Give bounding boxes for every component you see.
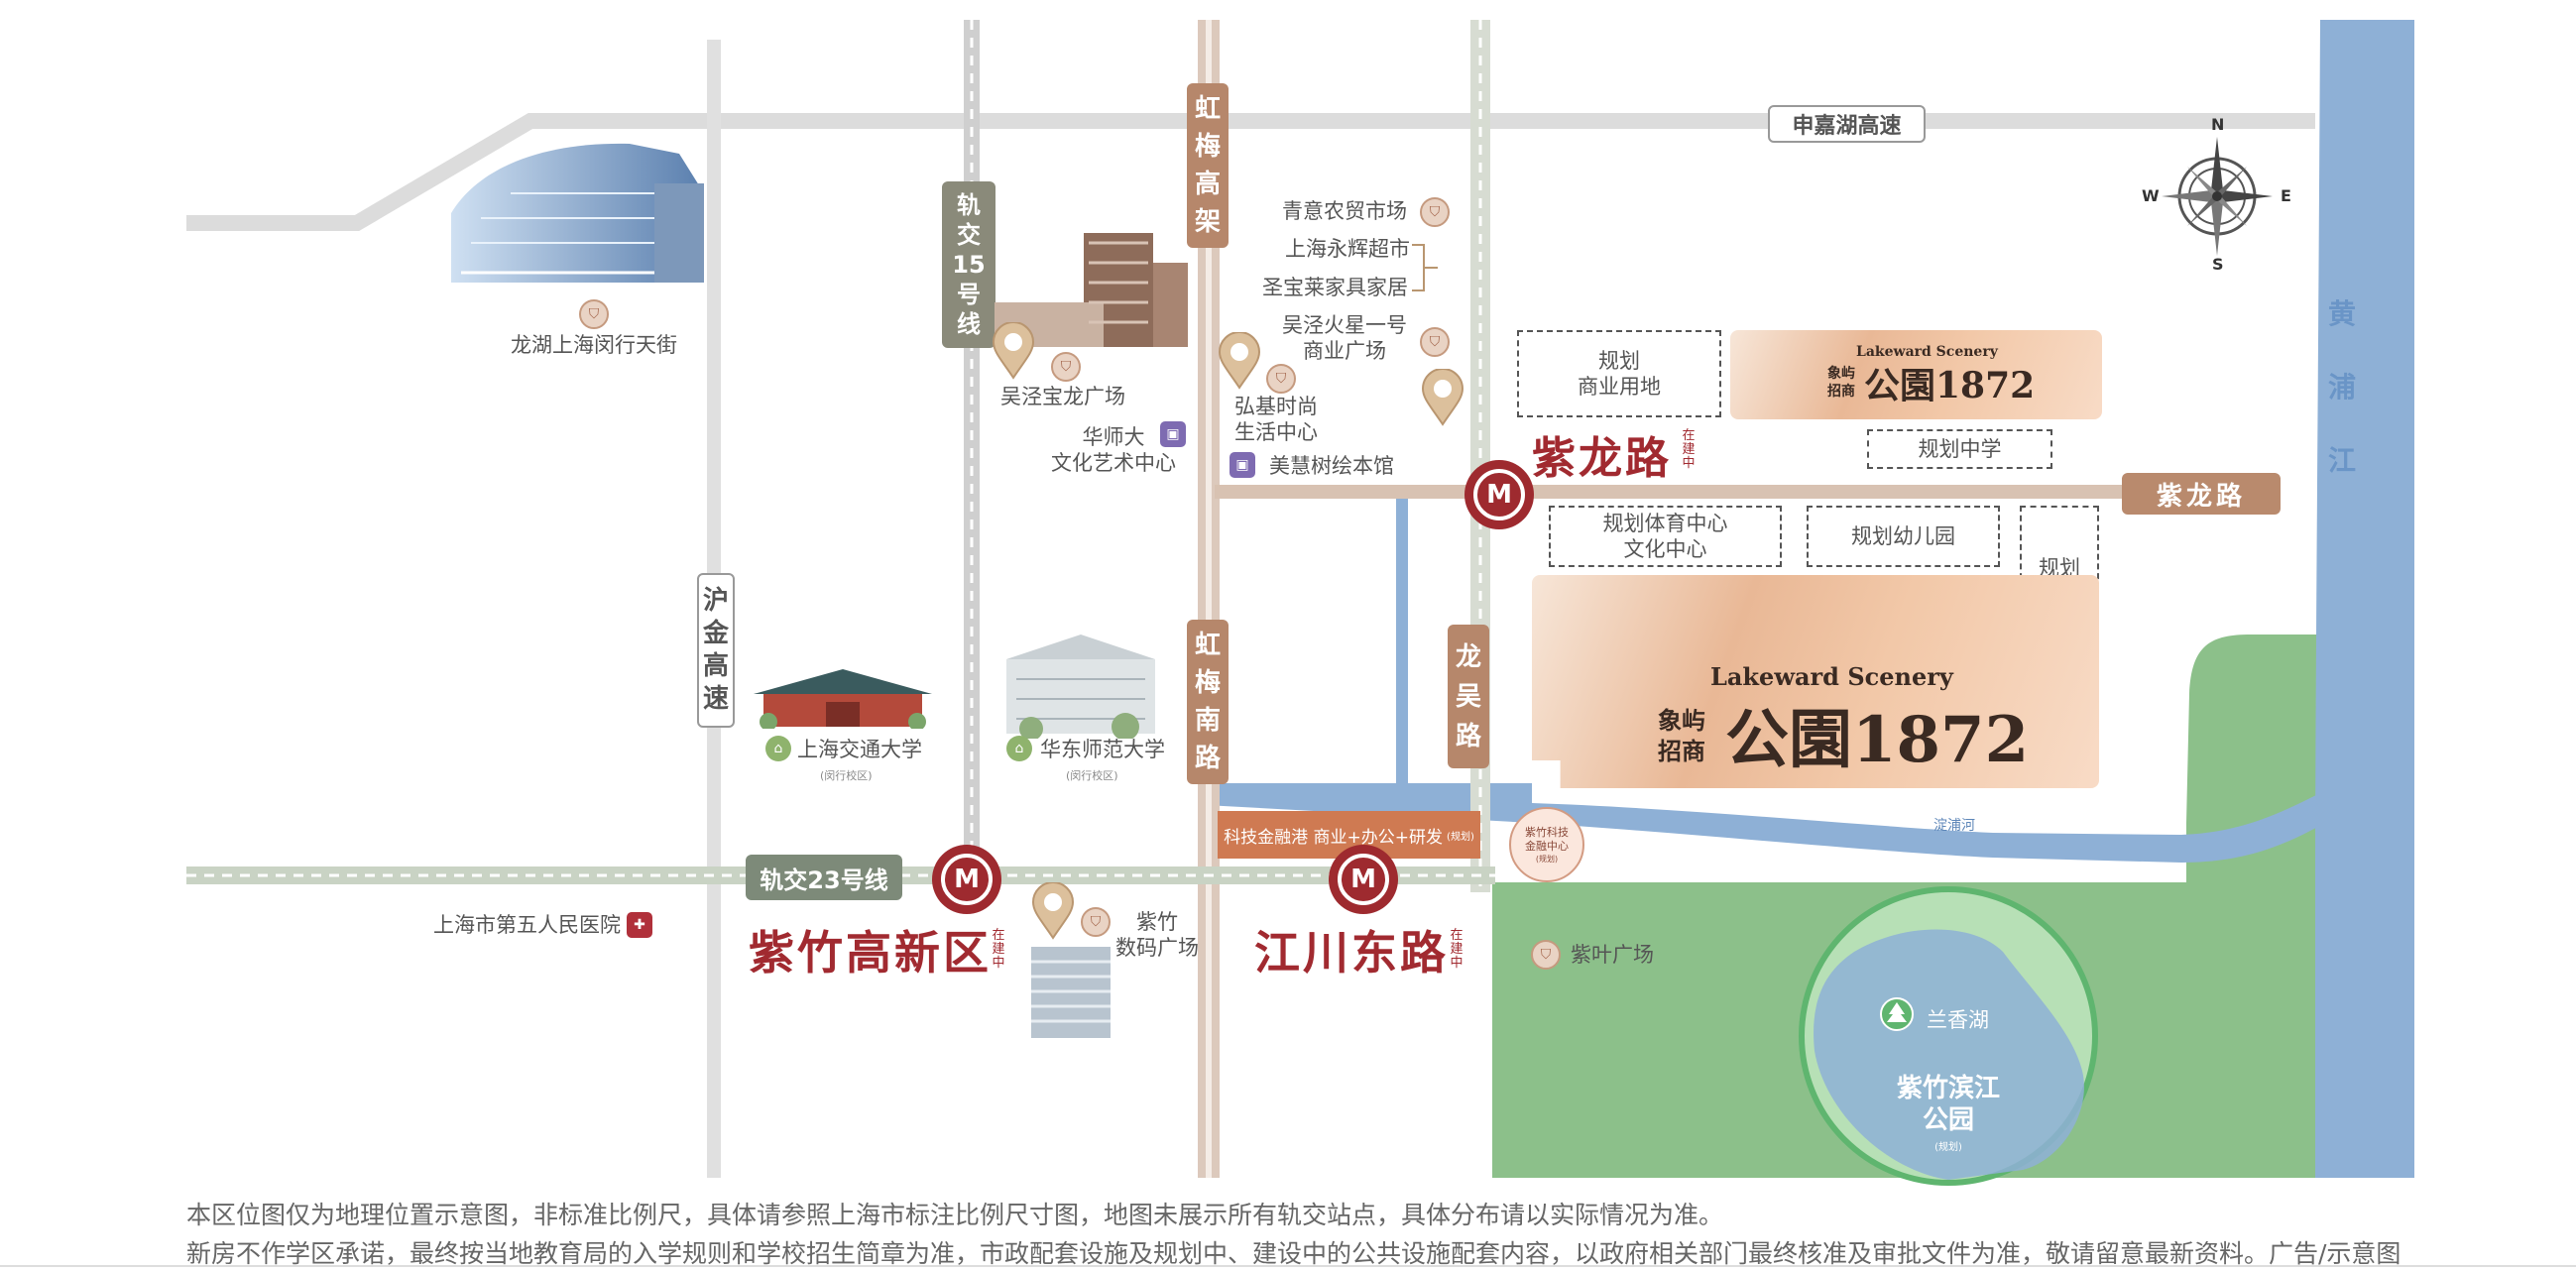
project-plot-north	[1730, 330, 2102, 419]
line15-label: 轨 交 15 号 线	[942, 181, 995, 348]
poi-ecnu-sub: (闵行校区)	[1066, 769, 1118, 782]
footer-disclaimer-2: 新房不作学区承诺，最终按当地教育局的入学规则和学校招生简章为准，市政配套设施及规…	[186, 1239, 2401, 1268]
poi-meihui: 美慧树绘本馆	[1269, 454, 1394, 478]
poi-shengbaolai: 圣宝莱家具家居	[1262, 276, 1408, 299]
bracket	[1412, 244, 1438, 291]
location-pin-icon	[992, 322, 1035, 380]
location-pin-icon	[1421, 369, 1464, 426]
project-north-en: Lakeward Scenery	[1856, 344, 1998, 360]
shop-icon: ⛉	[1531, 940, 1561, 970]
compass-e: E	[2281, 186, 2291, 205]
project-south-cn1: 象屿	[1658, 707, 1705, 735]
hongmei-viaduct-label: 虹 梅 高 架	[1187, 83, 1229, 248]
university-icon: ⌂	[1006, 736, 1032, 761]
poi-yonghui: 上海永辉超市	[1285, 237, 1410, 261]
compass-w: W	[2142, 186, 2160, 205]
poi-ziye: 紫叶广场	[1571, 943, 1654, 967]
station-zizhu-note: 在建中	[992, 928, 1005, 971]
station-jiangchuan: 江川东路	[1254, 926, 1449, 980]
poi-binjiang: 紫竹滨江 公园	[1896, 1074, 2000, 1135]
shop-icon: ⛉	[1266, 364, 1296, 394]
project-south-name: 公園1872	[1725, 703, 2030, 777]
poi-huashida: 华师大 文化艺术中心	[1051, 425, 1176, 475]
metro-zizhu-icon[interactable]: M	[932, 845, 1001, 914]
shop-icon: ⛉	[1420, 197, 1450, 227]
hujin-label: 沪 金 高 速	[697, 573, 735, 728]
ecnu-image	[1006, 635, 1155, 739]
project-north-cn1: 象屿	[1827, 366, 1855, 382]
project-north-cn2: 招商	[1827, 384, 1855, 400]
planned-sports-center: 规划体育中心 文化中心	[1549, 506, 1782, 567]
compass-icon	[2162, 137, 2273, 256]
shop-icon: ⛉	[1051, 352, 1081, 382]
station-zilong-note: 在建中	[1682, 428, 1696, 471]
metro-zilong-icon[interactable]: M	[1464, 460, 1534, 529]
line23-label: 轨交23号线	[746, 855, 902, 900]
poi-hongji: 弘基时尚 生活中心	[1234, 395, 1318, 444]
footer-disclaimer-1: 本区位图仅为地理位置示意图，非标准比例尺，具体请参照上海市标注比例尺寸图，地图未…	[186, 1201, 1724, 1229]
station-zilong: 紫龙路	[1532, 433, 1672, 484]
location-pin-icon	[1218, 332, 1261, 390]
location-pin-icon	[1031, 882, 1075, 940]
poi-ecnu: 华东师范大学	[1040, 738, 1165, 761]
zilong-road	[1215, 485, 2281, 499]
footer-divider	[0, 1265, 2576, 1267]
huangpu-label: 黄 浦 江	[2327, 297, 2356, 477]
poi-hospital: 上海市第五人民医院	[433, 913, 621, 937]
library-icon: ▣	[1229, 452, 1255, 478]
university-icon: ⌂	[765, 736, 791, 761]
compass-s: S	[2212, 255, 2224, 274]
hospital-icon: ✚	[627, 912, 652, 938]
poi-baolong: 吴泾宝龙广场	[1000, 385, 1125, 408]
station-zizhu: 紫竹高新区	[749, 926, 992, 980]
huangpu-river	[2315, 20, 2414, 1178]
planned-middle-school: 规划中学	[1867, 429, 2052, 469]
shenjiahu-label: 申嘉湖高速	[1768, 105, 1926, 143]
canal-label: 淀浦河	[1933, 818, 1975, 834]
shop-icon: ⛉	[1420, 327, 1450, 357]
poi-zizhu-digital: 紫竹 数码广场	[1115, 910, 1199, 960]
planned-commercial: 规划 商业用地	[1517, 330, 1721, 417]
shop-icon: ⛉	[579, 299, 609, 329]
shop-icon: ⛉	[1081, 907, 1111, 937]
compass-n: N	[2211, 115, 2225, 134]
longwu-label: 龙 吴 路	[1448, 625, 1489, 768]
small-canal	[1396, 496, 1408, 793]
poi-sjtu: 上海交通大学	[797, 738, 922, 761]
poi-sjtu-sub: (闵行校区)	[820, 769, 873, 782]
project-north-name: 公園1872	[1864, 365, 2036, 406]
poi-wujing-huoxing: 吴泾火星一号 商业广场	[1282, 313, 1407, 363]
project-south-en: Lakeward Scenery	[1710, 662, 1953, 691]
station-jiangchuan-note: 在建中	[1450, 928, 1464, 971]
longhu-mall-image	[451, 143, 704, 283]
poi-longhu: 龙湖上海闵行天街	[511, 333, 677, 357]
lake	[1814, 929, 2084, 1180]
hongmei-south-label: 虹 梅 南 路	[1187, 620, 1229, 784]
tree-icon	[1880, 997, 1914, 1031]
sjtu-image	[754, 669, 932, 729]
project-south-cn2: 招商	[1658, 738, 1705, 765]
poi-binjiang-sub: (规划)	[1934, 1142, 1962, 1153]
poi-qingyi: 青意农贸市场	[1282, 199, 1407, 223]
zizhu-keji-badge: 紫竹科技 金融中心 (规划)	[1509, 807, 1584, 882]
zilong-road-label: 紫龙路	[2122, 473, 2281, 515]
digital-plaza-image	[1031, 947, 1111, 1038]
poi-lanxiang: 兰香湖	[1927, 1008, 1989, 1032]
planned-kindergarten: 规划幼儿园	[1807, 506, 2000, 567]
project-plot-south	[1532, 575, 2099, 788]
culture-center-icon: ▣	[1160, 421, 1186, 447]
metro-jiangchuan-icon[interactable]: M	[1329, 845, 1398, 914]
shenjiahu-highway	[186, 113, 2315, 231]
